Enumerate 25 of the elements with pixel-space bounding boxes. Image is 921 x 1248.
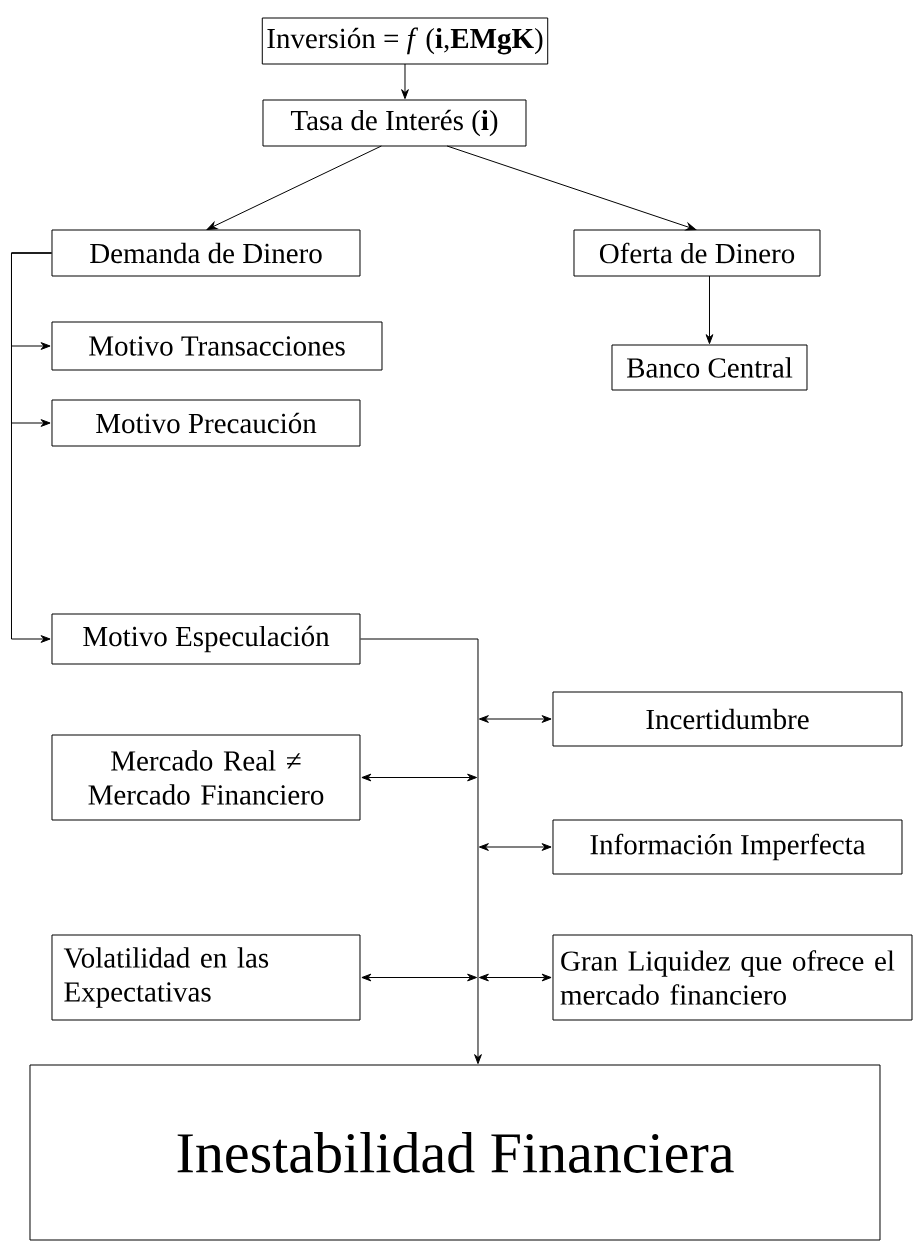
- arrow: [360, 638, 482, 1065]
- concept-box: Motivo Especulación: [51, 613, 361, 665]
- arrow: [11, 252, 52, 643]
- concept-box: Incertidumbre: [552, 691, 903, 747]
- concept-box: Inversión = f (i,EMgK): [261, 17, 549, 65]
- concept-box: Motivo Precaución: [51, 399, 361, 447]
- concept-box: Volatilidad en las Expectativas: [51, 934, 361, 1021]
- arrow: [705, 275, 714, 345]
- arrow: [446, 145, 697, 231]
- concept-box: Tasa de Interés (i): [262, 99, 527, 147]
- concept-box: Información Imperfecta: [552, 819, 903, 875]
- arrow: [478, 973, 552, 982]
- arrow: [361, 773, 478, 782]
- concept-box: Mercado Real ≠ Mercado Financiero: [51, 734, 361, 821]
- result-box: Inestabilidad Financiera: [29, 1064, 881, 1241]
- arrow: [361, 973, 478, 982]
- concept-box: Motivo Transacciones: [51, 321, 383, 371]
- concept-box: Gran Liquidez que ofrece el mercado financiero: [552, 934, 913, 1021]
- concept-box: Oferta de Dinero: [573, 229, 821, 277]
- arrow: [206, 145, 382, 230]
- arrow: [478, 715, 552, 723]
- arrow: [401, 63, 409, 100]
- concept-box: Banco Central: [611, 344, 808, 391]
- arrow: [478, 843, 552, 851]
- concept-box: Demanda de Dinero: [51, 229, 361, 277]
